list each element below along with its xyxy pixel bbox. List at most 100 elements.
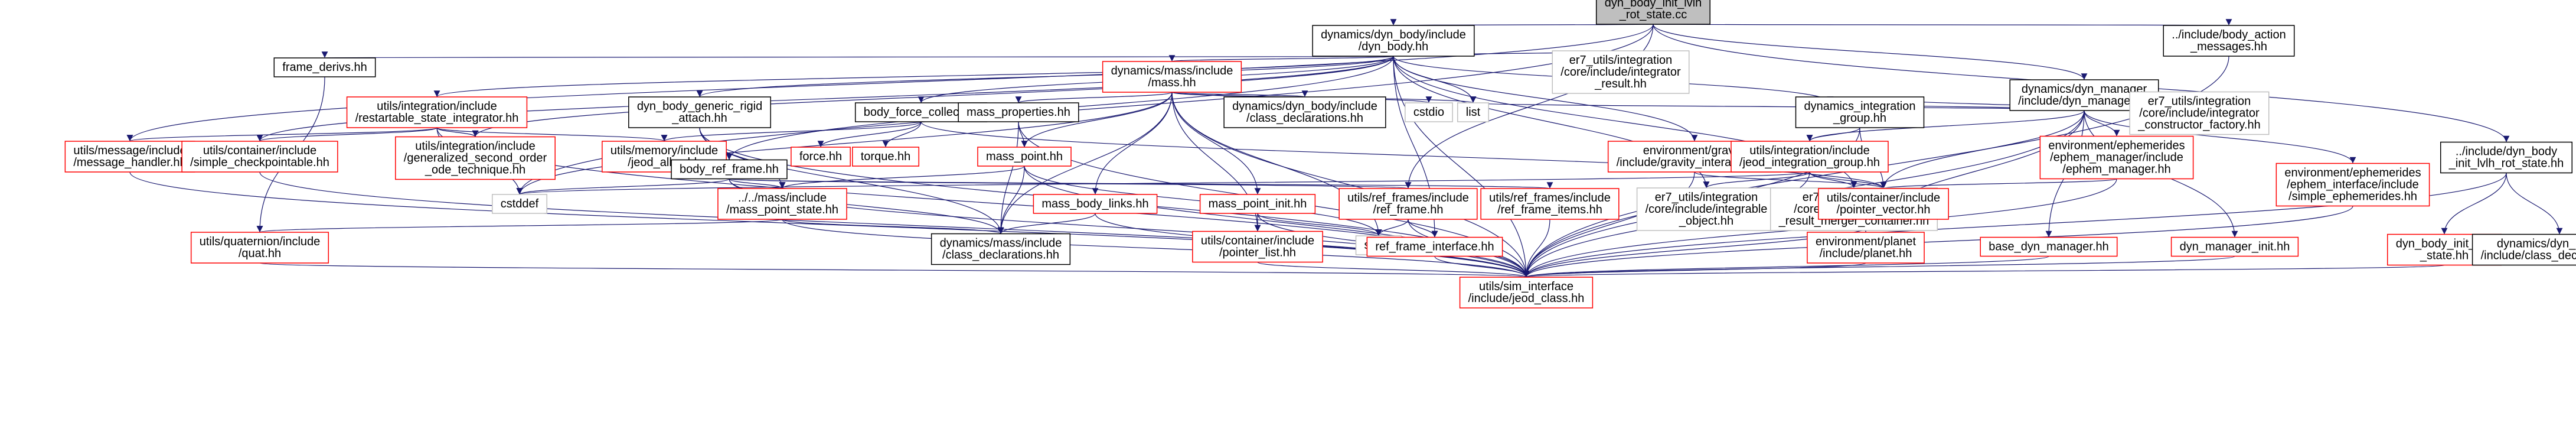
node-class-declarations-mass[interactable]: dynamics/mass/include/class_declarations… (931, 233, 1071, 265)
node-ref-frame-items[interactable]: utils/ref_frames/include/ref_frame_items… (1480, 188, 1620, 220)
node-box (273, 57, 376, 77)
edge-dyn-body-to-frame-derivs (324, 51, 1394, 59)
node-ref-frame-hh[interactable]: utils/ref_frames/include/ref_frame.hh (1338, 188, 1478, 220)
node-box (1102, 61, 1242, 93)
node-label: _result.hh (1594, 77, 1647, 90)
node-mass-hh[interactable]: dynamics/mass/include/mass.hh (1102, 61, 1242, 93)
node-label: utils/sim_interface (1479, 280, 1573, 293)
node-box (1818, 188, 1949, 220)
node-frame-derivs[interactable]: frame_derivs.hh (273, 57, 376, 77)
node-torque-hh[interactable]: torque.hh (851, 147, 920, 167)
edge-root-to-message-handler (126, 24, 1654, 142)
node-label: /include/class_declarations.hh (2481, 249, 2576, 262)
node-label: er7_utils/integration (1569, 54, 1673, 67)
node-jeod-integration-group[interactable]: utils/integration/include/jeod_integrati… (1731, 141, 1889, 173)
node-box (851, 147, 920, 167)
node-box (671, 159, 788, 180)
node-mass-point-state[interactable]: ../../mass/include/mass_point_state.hh (717, 188, 847, 220)
node-label: mass_point_init.hh (1209, 197, 1307, 210)
node-dyn-manager-init[interactable]: dyn_manager_init.hh (2170, 236, 2299, 257)
node-message-handler[interactable]: utils/message/include/message_handler.hh (64, 141, 195, 173)
edge-root-to-body-action-messages (1653, 18, 2229, 26)
node-ref-frame-interface[interactable]: ref_frame_interface.hh (1366, 236, 1503, 257)
node-box (2440, 141, 2573, 174)
node-pointer-vector[interactable]: utils/container/include/pointer_vector.h… (1818, 188, 1949, 220)
node-label: /core/include/integrator (2139, 107, 2260, 120)
node-label: body_force_collect.hh (864, 106, 979, 119)
edge-quaternion-quat-to-jeod-class (259, 262, 1529, 278)
node-label: dyn_body_init_lvlh (1605, 0, 1702, 9)
node-label: dynamics_integration (1804, 100, 1916, 113)
node-base-dyn-manager[interactable]: base_dyn_manager.hh (1980, 236, 2118, 257)
node-simple-checkpointable[interactable]: utils/container/include/simple_checkpoin… (181, 141, 338, 173)
node-planet[interactable]: environment/planet/include/planet.hh (1807, 232, 1925, 264)
node-root: dyn_body_init_lvlh_rot_state.cc (1595, 0, 1711, 25)
node-class-declarations-dyn-body[interactable]: dynamics/dyn_body/include/class_declarat… (1223, 96, 1386, 128)
edge-body-force-collect-to-pointer-vector (920, 121, 1887, 189)
node-label: cstddef (501, 197, 539, 210)
node-dyn-body-init-lvlh-rot-state-hh[interactable]: ../include/dyn_body_init_lvlh_rot_state.… (2440, 141, 2573, 174)
node-label: /class_declarations.hh (1246, 112, 1363, 125)
node-label: /pointer_list.hh (1219, 246, 1296, 259)
node-dynamics-integration-group[interactable]: dynamics_integration_group.hh (1795, 96, 1925, 128)
edge-gravity-interaction-to-pointer-vector (1694, 171, 1887, 189)
edge-mass-point-state-to-class-declarations-mass (782, 219, 1004, 235)
node-label: /ephem_interface/include (2287, 178, 2418, 191)
node-jeod-class[interactable]: utils/sim_interface/include/jeod_class.h… (1459, 277, 1594, 309)
node-cstdio: cstdio (1405, 102, 1453, 122)
node-mass-properties[interactable]: mass_properties.hh (958, 102, 1079, 122)
node-simple-ephemerides[interactable]: environment/ephemerides/ephem_interface/… (2275, 163, 2430, 207)
edge-mass-hh-to-mass-point (1021, 92, 1173, 148)
node-label: dyn_manager_init.hh (2180, 241, 2290, 254)
node-label: _state.hh (2420, 249, 2469, 262)
edge-dyn-body-init-lvlh-rot-state-hh-to-jeod-class (1523, 173, 2507, 278)
node-box (1457, 102, 1489, 122)
node-label: utils/ref_frames/include (1347, 191, 1469, 204)
node-label: frame_derivs.hh (282, 61, 367, 74)
node-ephem-manager[interactable]: environment/ephemerides/ephem_manager/in… (2039, 135, 2194, 180)
edge-dyn-manager-to-pointer-vector (1880, 110, 2085, 189)
node-pointer-list[interactable]: utils/container/include/pointer_list.hh (1192, 231, 1323, 263)
edge-mass-properties-to-class-declarations-mass (997, 121, 1019, 234)
node-box (2275, 163, 2430, 207)
node-label: ../../mass/include (738, 191, 827, 204)
node-label: utils/message/include (73, 144, 186, 157)
edge-mass-hh-to-mass-point-init (1171, 92, 1261, 195)
node-box (346, 96, 528, 128)
node-label: /dyn_body.hh (1359, 40, 1429, 53)
edge-dyn-manager-init-to-jeod-class (1523, 255, 2235, 278)
node-label: /ref_frame.hh (1373, 203, 1444, 216)
node-dyn-body-generic-rigid[interactable]: dyn_body_generic_rigid_attach.hh (628, 96, 771, 128)
node-label: utils/quaternion/include (200, 235, 321, 248)
edge-dynamics-integration-group-to-jeod-integration-group (1806, 127, 1860, 142)
node-label: list (1466, 106, 1481, 119)
node-label: mass_point.hh (986, 150, 1063, 163)
node-quaternion-quat[interactable]: utils/quaternion/include/quat.hh (190, 232, 329, 264)
node-label: _attach.hh (671, 112, 727, 125)
node-mass-point-init[interactable]: mass_point_init.hh (1199, 194, 1316, 214)
node-label: /include/planet.hh (1820, 247, 1912, 260)
edge-body-ref-frame-to-ref-frame-items (729, 178, 1552, 189)
node-force-hh[interactable]: force.hh (791, 147, 851, 167)
node-label: utils/integration/include (1749, 144, 1869, 157)
node-body-action-messages[interactable]: ../include/body_action_messages.hh (2163, 25, 2295, 57)
node-restartable-state-integrator[interactable]: utils/integration/include/restartable_st… (346, 96, 528, 128)
edge-dyn-body-to-mass-hh (1169, 54, 1394, 62)
node-dyn-body[interactable]: dynamics/dyn_body/include/dyn_body.hh (1312, 25, 1475, 57)
node-label: dynamics/mass/include (1111, 64, 1233, 77)
node-body-ref-frame[interactable]: body_ref_frame.hh (671, 159, 788, 180)
node-label: /restartable_state_integrator.hh (355, 112, 519, 125)
node-label: /ephem_manager.hh (2062, 163, 2170, 176)
edge-mass-point-state-to-quaternion-quat (257, 219, 783, 233)
edge-ref-frame-hh-to-string (1375, 219, 1409, 236)
edge-jeod-integration-group-to-cstddef (517, 171, 1810, 195)
node-box (1405, 102, 1453, 122)
node-mass-body-links[interactable]: mass_body_links.hh (1033, 194, 1158, 214)
edge-ephem-manager-to-pointer-vector (1880, 178, 2117, 189)
node-er7-integrator-constructor-factory: er7_utils/integration/core/include/integ… (2129, 91, 2270, 135)
node-class-declarations-dyn-manager[interactable]: dynamics/dyn_manager/include/class_decla… (2471, 233, 2576, 266)
node-generalized-second-order[interactable]: utils/integration/include/generalized_se… (395, 136, 556, 180)
node-box (2170, 236, 2299, 257)
node-mass-point[interactable]: mass_point.hh (977, 147, 1072, 167)
